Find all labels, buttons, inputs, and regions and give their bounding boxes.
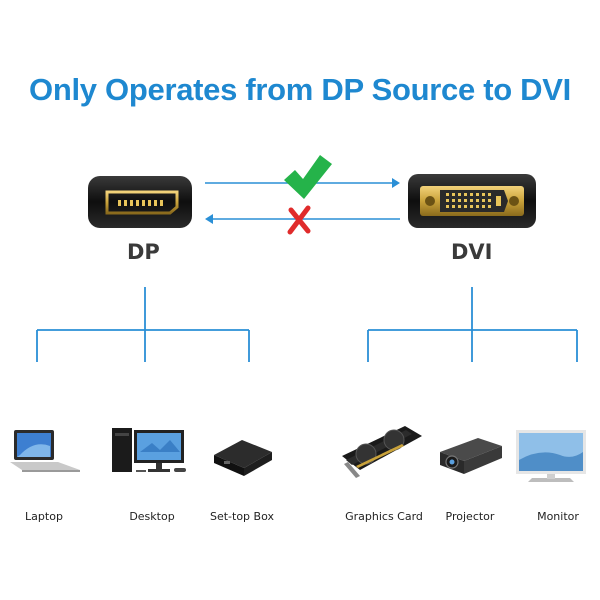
reverse-arrow bbox=[205, 214, 400, 224]
projector-label: Projector bbox=[445, 510, 495, 523]
dp-connector-icon bbox=[88, 176, 192, 228]
laptop-label: Laptop bbox=[25, 510, 63, 523]
target-devices-tree bbox=[367, 287, 578, 362]
monitor-icon bbox=[516, 430, 586, 482]
check-icon bbox=[284, 155, 332, 199]
dvi-connector-icon bbox=[408, 174, 536, 228]
set-top-box-icon bbox=[214, 440, 272, 476]
dvi-label: DVI bbox=[451, 240, 493, 264]
graphics-card-label: Graphics Card bbox=[345, 510, 423, 523]
laptop-icon bbox=[10, 430, 80, 472]
cross-icon bbox=[287, 205, 311, 235]
source-devices-tree bbox=[36, 287, 250, 362]
projector-icon bbox=[440, 438, 502, 474]
monitor-label: Monitor bbox=[537, 510, 579, 523]
set-top-box-label: Set-top Box bbox=[209, 510, 274, 523]
desktop-icon bbox=[112, 428, 186, 472]
desktop-label: Desktop bbox=[129, 510, 175, 523]
dp-label: DP bbox=[127, 240, 160, 264]
page-title: Only Operates from DP Source to DVI bbox=[29, 72, 571, 107]
graphics-card-icon bbox=[342, 426, 422, 478]
